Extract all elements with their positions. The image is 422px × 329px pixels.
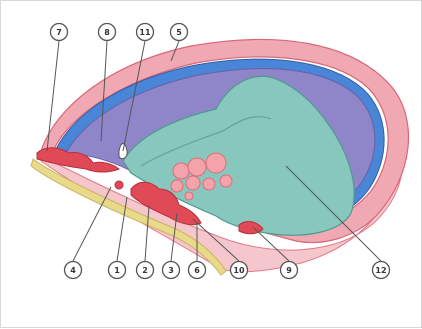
callout-8: 8 bbox=[99, 24, 116, 41]
notch bbox=[119, 144, 127, 159]
callout-label: 6 bbox=[194, 266, 200, 275]
callout-label: 10 bbox=[233, 266, 245, 275]
yolk-sphere bbox=[203, 178, 215, 190]
callout-9: 9 bbox=[281, 262, 298, 279]
yolk-sphere bbox=[206, 153, 226, 173]
callout-10: 10 bbox=[231, 262, 248, 279]
cell-cluster bbox=[115, 181, 123, 189]
yolk-sphere bbox=[185, 192, 193, 200]
callout-1: 1 bbox=[109, 262, 126, 279]
callout-label: 5 bbox=[176, 28, 182, 37]
callout-label: 2 bbox=[142, 266, 148, 275]
callout-2: 2 bbox=[137, 262, 154, 279]
callout-label: 7 bbox=[56, 28, 62, 37]
callout-label: 1 bbox=[114, 266, 120, 275]
yolk-sphere bbox=[171, 180, 183, 192]
callout-label: 12 bbox=[375, 266, 386, 275]
yolk-sphere bbox=[188, 158, 206, 176]
yolk-sphere bbox=[186, 176, 200, 190]
callout-label: 11 bbox=[139, 28, 151, 37]
callout-4: 4 bbox=[65, 262, 82, 279]
callout-label: 9 bbox=[286, 266, 292, 275]
callout-7: 7 bbox=[51, 24, 68, 41]
callout-3: 3 bbox=[163, 262, 180, 279]
callout-6: 6 bbox=[189, 262, 206, 279]
yolk-sphere bbox=[220, 175, 232, 187]
callout-11: 11 bbox=[137, 24, 154, 41]
callout-12: 12 bbox=[373, 262, 390, 279]
yolk-sphere bbox=[173, 163, 189, 179]
callout-5: 5 bbox=[171, 24, 188, 41]
callout-label: 4 bbox=[70, 266, 76, 275]
callout-label: 3 bbox=[168, 266, 174, 275]
callout-label: 8 bbox=[104, 28, 110, 37]
